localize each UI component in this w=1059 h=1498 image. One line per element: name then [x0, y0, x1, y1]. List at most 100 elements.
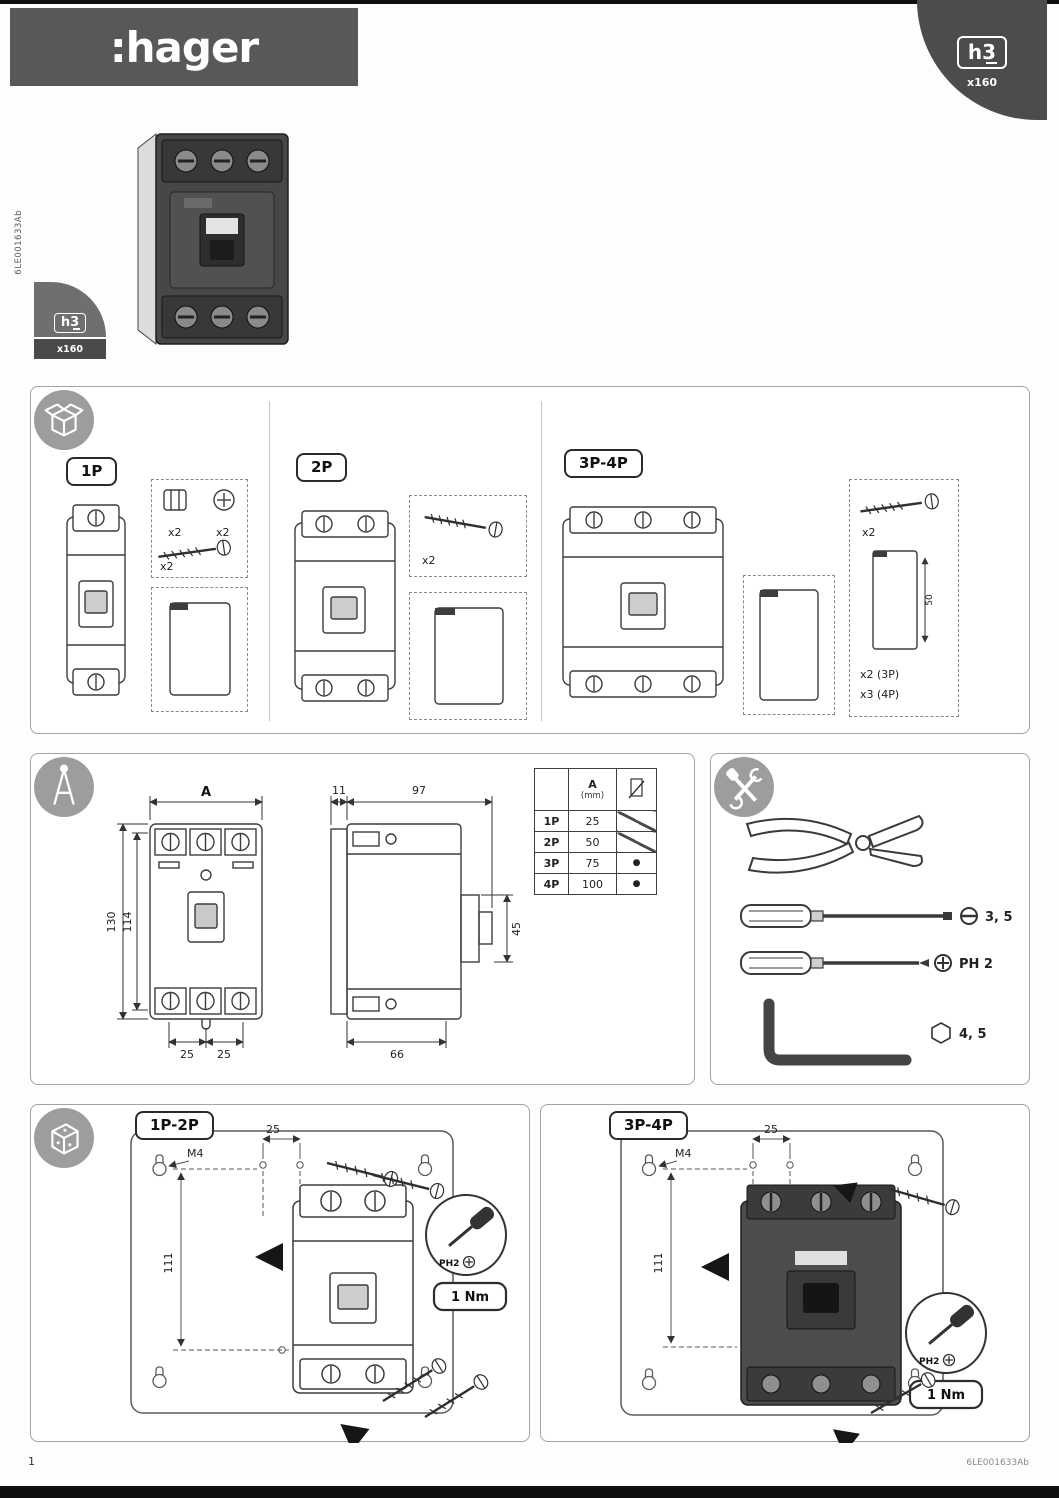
table-row: 4P 100 ● [534, 873, 657, 895]
table-header-row: A (mm) [534, 768, 657, 811]
top-edge-bar [0, 0, 1059, 4]
h3-logo-small: h3 [53, 313, 87, 333]
packing-list-section: 1P x2 [30, 386, 1030, 734]
header-breaker-icon-cell [616, 768, 657, 811]
dim-hole-spacing: 25 [764, 1123, 778, 1136]
torque-label: 1 Nm [451, 1290, 489, 1305]
package-icon [44, 403, 84, 437]
mounting-section-icon [34, 1108, 94, 1168]
wall-mounting-section-1p2p: 1P-2P [30, 1104, 530, 1443]
mounting-label-1p2p: 1P-2P [135, 1111, 214, 1140]
tools-drawing: 3, 5 PH 2 4, 5 [740, 814, 1013, 1066]
breaker-1p-drawing [66, 504, 126, 696]
dimension-drawing: A 130 114 25 25 [105, 784, 523, 1061]
wall-mounting-section-3p4p: 3P-4P [540, 1104, 1030, 1443]
clip-icons [163, 489, 235, 511]
h3-side-badge-arc: h3 [34, 282, 106, 337]
mounting-drawing-1p2p: 25 M4 111 [130, 1123, 508, 1443]
header-a-mm: A (mm) [568, 768, 617, 811]
screw-box-2p: x2 [409, 495, 527, 577]
page-number: 1 [28, 1455, 35, 1468]
barrier-height: 50 [925, 594, 935, 606]
dim-bottom-left-25: 25 [180, 1048, 194, 1061]
header-blank [534, 768, 569, 811]
tools-section: 3, 5 PH 2 4, 5 [710, 753, 1030, 1085]
torque-label: 1 Nm [927, 1388, 965, 1403]
bit-callout-circle [425, 1194, 507, 1276]
phase-barrier-icon: 50 [872, 550, 935, 650]
screw-qty: x2 [160, 560, 174, 573]
hager-logo-banner: :hager [10, 8, 358, 86]
mounting-screw [424, 1374, 489, 1419]
bit-callout-circle [905, 1292, 987, 1374]
packaging-section-icon [34, 390, 94, 450]
screwdriver-icon [928, 1304, 975, 1345]
pole-cell: 1P [534, 810, 569, 832]
press-arrow [832, 1429, 860, 1443]
hex-size-label: 4, 5 [959, 1027, 987, 1042]
breaker-3p-drawing [562, 506, 724, 698]
dim-hole-height: 111 [162, 1253, 175, 1274]
dim-handle-45: 45 [510, 922, 523, 936]
dim-height-114: 114 [121, 912, 134, 933]
value-cell: 75 [568, 852, 617, 874]
dim-depth-11: 11 [332, 784, 346, 797]
mounting-screw [382, 1358, 447, 1403]
pliers-icon [745, 814, 924, 874]
press-arrow [255, 1243, 283, 1271]
barrier-qty-4p: x3 (4P) [860, 688, 900, 701]
variant-label-3p4p: 3P-4P [564, 449, 643, 478]
screw-icon [424, 513, 503, 538]
dim-width-a: A [201, 785, 211, 800]
pole-width-table: A (mm) 1P 25 2P [534, 768, 657, 895]
product-illustration [137, 132, 289, 346]
phillips-symbol [462, 1255, 476, 1269]
cover-box-1p [151, 587, 248, 712]
cover-box-2p [409, 592, 527, 720]
brand-wordmark: :hager [109, 22, 259, 72]
breaker-2p-mounted [292, 1184, 414, 1394]
variant-label-2p: 2P [296, 453, 348, 482]
table-row: 2P 50 [534, 831, 657, 853]
pole-cell: 4P [534, 873, 569, 895]
press-arrow [833, 1182, 858, 1204]
dimensions-section-icon [34, 757, 94, 817]
doc-ref: 6LE001633Ab [966, 1458, 1029, 1468]
h3-side-badge: h3 x160 [34, 282, 106, 359]
screw-qty: x2 [422, 554, 436, 567]
phillips-screwdriver-icon [740, 951, 952, 975]
bottom-edge-bar [0, 1486, 1059, 1498]
pole-cell: 3P [534, 852, 569, 874]
tools-icon [726, 768, 763, 810]
breaker-3p-mounted [740, 1184, 902, 1406]
mounting-screw [888, 1187, 960, 1216]
tools-section-icon [714, 757, 774, 817]
mounting-screw [372, 1172, 445, 1200]
screw-type-label: M4 [675, 1147, 692, 1160]
flat-size-label: 3, 5 [985, 910, 1013, 925]
h3-corner-badge: h3 x160 [917, 0, 1047, 120]
screwdriver-icon [448, 1206, 495, 1247]
dim-hole-height: 111 [652, 1253, 665, 1274]
breaker-2p-drawing [294, 510, 396, 702]
press-arrow [701, 1253, 729, 1281]
h3-logo: h3 [956, 36, 1008, 69]
mark-cell [616, 831, 657, 853]
header-a: A [588, 778, 597, 791]
press-arrow [340, 1424, 370, 1443]
terminal-cover-icon [434, 607, 504, 705]
hex-key-icon [763, 998, 951, 1066]
mark-cell: ● [616, 852, 657, 874]
screw-qty: x2 [862, 526, 876, 539]
phillips-size-label: PH 2 [959, 957, 993, 972]
mounting-drawing-3p4p: 25 M4 111 [620, 1123, 987, 1443]
mini-breaker-icon [627, 778, 645, 799]
pole-cell: 2P [534, 831, 569, 853]
compass-icon [53, 764, 75, 805]
cube-icon [51, 1123, 79, 1155]
phillips-symbol [942, 1353, 956, 1367]
barrier-qty-3p: x2 (3P) [860, 668, 900, 681]
doc-ref-vertical: 6LE001633Ab [14, 210, 24, 275]
screw-icon [860, 493, 939, 515]
